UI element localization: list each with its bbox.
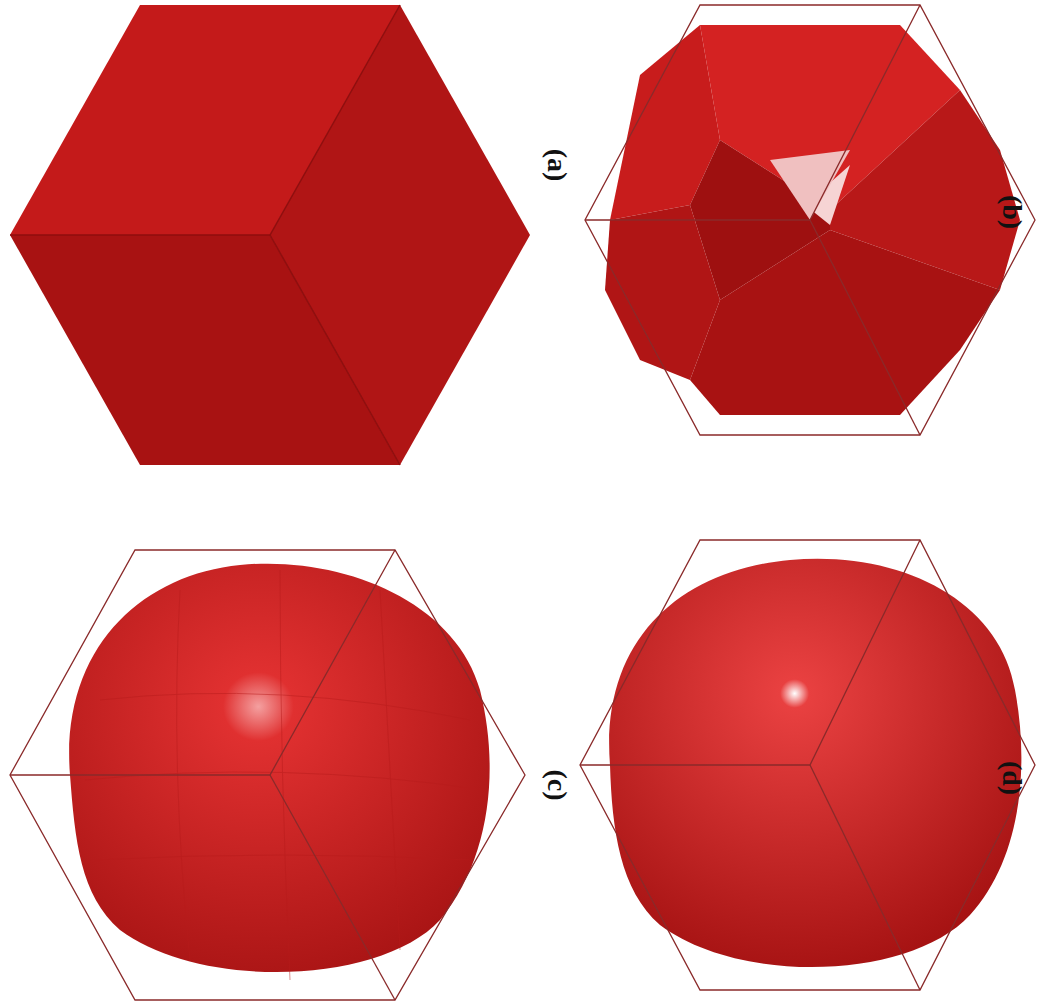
panel-label: (c) (541, 769, 573, 800)
panel-label: (d) (996, 761, 1028, 795)
cube (10, 5, 530, 465)
wireframe-box (10, 550, 525, 1000)
panel-label: (a) (541, 149, 573, 182)
panel-label: (b) (996, 195, 1028, 229)
wireframe-boxes (585, 5, 1035, 435)
blob-faceted (69, 564, 490, 980)
wireframe-box (580, 540, 1035, 990)
blob-smooth (609, 559, 1021, 967)
